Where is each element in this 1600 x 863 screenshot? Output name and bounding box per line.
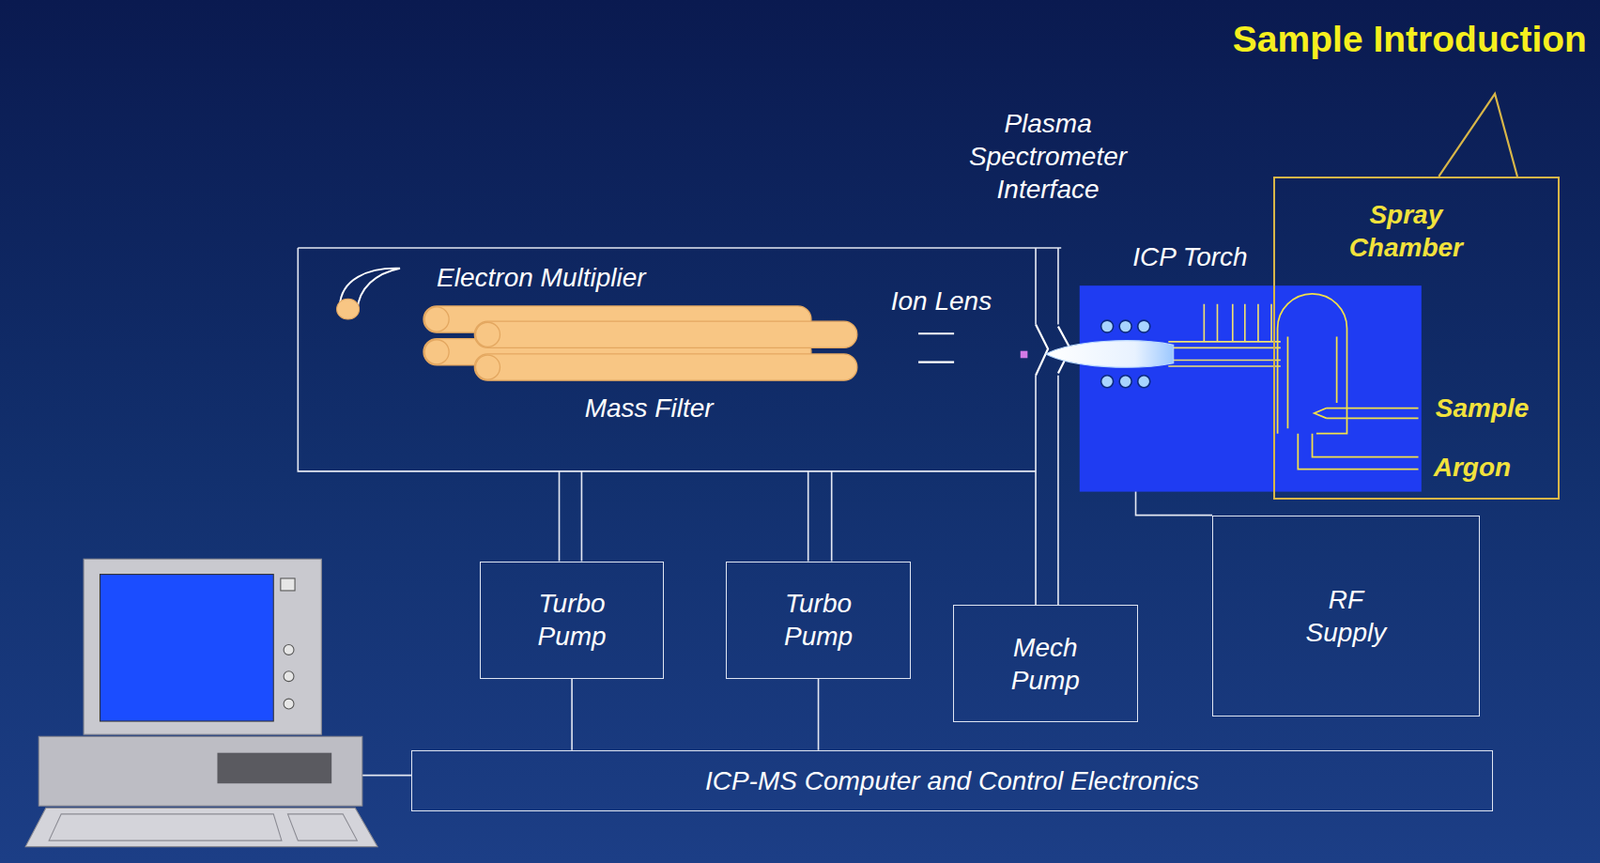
- vacuum-chamber: [297, 247, 1213, 776]
- coil-turn: [1138, 375, 1151, 388]
- computer-base: [38, 736, 362, 806]
- keyboard-keys: [48, 814, 282, 841]
- torch-tubes: [1168, 304, 1281, 367]
- load-coil: [1101, 320, 1151, 388]
- gas-inlet: [1203, 304, 1272, 342]
- pump-box: Mech Pump: [953, 604, 1139, 723]
- argon-tube: [1297, 433, 1418, 470]
- sample-tube: [1314, 408, 1419, 419]
- coil-turn: [1101, 320, 1114, 333]
- coil-turn: [1138, 320, 1151, 333]
- torch-tube: [1168, 341, 1281, 367]
- box-label: RF Supply: [1306, 583, 1387, 649]
- coil-turn: [1101, 375, 1114, 388]
- screen: [100, 574, 275, 722]
- monitor-knob: [283, 645, 294, 656]
- icp-region: [1079, 285, 1422, 492]
- rod: [474, 353, 858, 381]
- coil-turn: [1119, 375, 1132, 388]
- quadrupole-rods: [423, 306, 858, 381]
- multiplier-mouth: [337, 298, 360, 320]
- monitor-button: [280, 578, 295, 591]
- part-label: Ion Lens: [891, 284, 992, 318]
- callout-box: Spray ChamberSampleArgon: [1273, 176, 1559, 500]
- rod-end: [424, 339, 449, 365]
- part-label: Plasma Spectrometer Interface: [969, 107, 1127, 206]
- pump-box: Turbo Pump: [479, 561, 665, 679]
- callout-pointer: [1438, 93, 1518, 177]
- ion-lens-plates: [918, 333, 954, 362]
- chamber-outline: [297, 247, 1062, 472]
- part-name: Spray Chamber: [1349, 198, 1463, 264]
- heading: Sample Introduction: [1232, 18, 1587, 61]
- disk-slot: [216, 753, 332, 785]
- chamber-wall: [1277, 293, 1348, 434]
- chamber-inner: [1287, 336, 1337, 429]
- plasma-flame: [1046, 340, 1174, 369]
- part-label: Mass Filter: [584, 391, 714, 425]
- monitor-knob: [283, 698, 294, 709]
- box-label: ICP-MS Computer and Control Electronics: [705, 764, 1200, 798]
- computer-icon: [25, 558, 378, 847]
- coil-turn: [1119, 320, 1132, 333]
- keypad: [287, 814, 357, 841]
- part-label: ICP Torch: [1132, 240, 1247, 274]
- interface-wall: [1035, 247, 1059, 605]
- box-label: Turbo Pump: [784, 586, 853, 653]
- rod: [474, 321, 858, 348]
- connector-line: [570, 678, 573, 751]
- spray-chamber-drawing: [1277, 293, 1419, 470]
- part-label: Electron Multiplier: [436, 261, 647, 294]
- monitor: [83, 558, 322, 735]
- electron-multiplier-icon: [337, 268, 400, 320]
- rod-end: [475, 354, 500, 380]
- rod-end: [424, 307, 449, 332]
- ion-beam-dot: [1020, 351, 1029, 359]
- computer-cable: [362, 774, 412, 777]
- keyboard: [25, 807, 378, 847]
- connector-line: [817, 678, 820, 751]
- rod-end: [475, 322, 500, 347]
- electronics-box: ICP-MS Computer and Control Electronics: [411, 750, 1493, 812]
- supply-box: RF Supply: [1212, 515, 1480, 717]
- box-label: Mech Pump: [1011, 630, 1080, 697]
- monitor-knob: [283, 671, 294, 682]
- pump-box: Turbo Pump: [725, 561, 912, 679]
- pump-line: [559, 471, 832, 562]
- inlet-label: Sample: [1435, 391, 1530, 425]
- box-label: Turbo Pump: [538, 586, 607, 653]
- inlet-label: Argon: [1433, 450, 1511, 484]
